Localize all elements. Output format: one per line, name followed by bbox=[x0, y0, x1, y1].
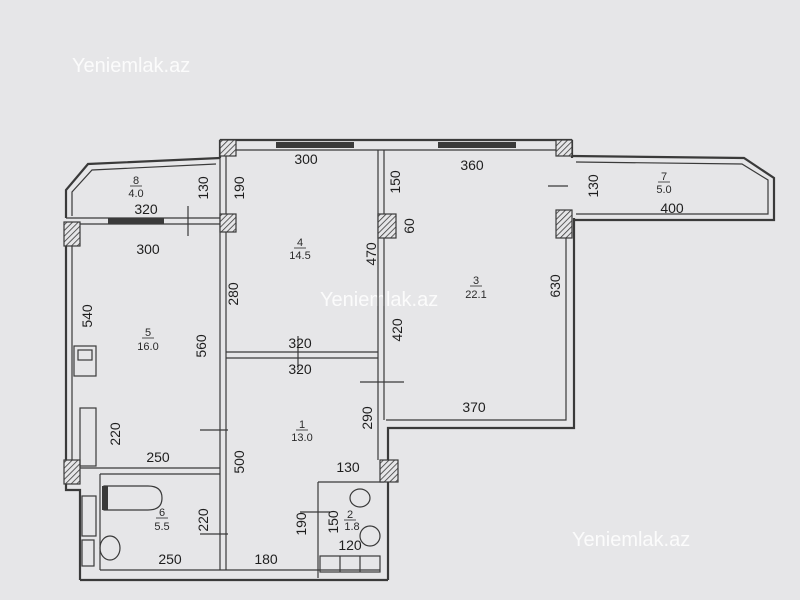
svg-text:5: 5 bbox=[145, 327, 151, 339]
room-8-label: 8 4.0 bbox=[128, 175, 143, 200]
dim-label: 290 bbox=[359, 406, 375, 430]
dim-label: 130 bbox=[195, 176, 211, 200]
windows bbox=[108, 142, 516, 224]
watermark: Yeniemlak.az bbox=[572, 529, 690, 551]
dim-label: 300 bbox=[294, 151, 318, 167]
toilet-icon bbox=[99, 535, 121, 561]
dim-label: 220 bbox=[195, 508, 211, 532]
columns bbox=[63, 139, 573, 485]
watermark: Yeniemlak.az bbox=[320, 289, 438, 311]
room-7-label: 7 5.0 bbox=[656, 171, 671, 196]
room-3-label: 3 22.1 bbox=[465, 275, 486, 301]
room-6-label: 6 5.5 bbox=[154, 507, 169, 533]
stove-icon bbox=[79, 407, 97, 467]
dim-label: 250 bbox=[146, 449, 170, 465]
outer-walls bbox=[64, 138, 576, 582]
svg-text:22.1: 22.1 bbox=[465, 289, 486, 301]
balcony-right bbox=[571, 154, 776, 222]
svg-text:5.0: 5.0 bbox=[656, 184, 671, 196]
room-labels: 1 13.0 2 1.8 3 22.1 4 14.5 5 16.0 6 5.5 bbox=[128, 171, 671, 533]
dim-label: 300 bbox=[136, 241, 160, 257]
svg-text:4.0: 4.0 bbox=[128, 188, 143, 200]
svg-text:14.5: 14.5 bbox=[289, 250, 310, 262]
washbasin-icon bbox=[359, 525, 381, 547]
svg-text:5.5: 5.5 bbox=[154, 521, 169, 533]
svg-text:1: 1 bbox=[299, 419, 305, 431]
dim-label: 500 bbox=[231, 450, 247, 474]
watermark: Yeniemlak.az bbox=[72, 55, 190, 77]
room-1-label: 1 13.0 bbox=[291, 419, 312, 444]
dim-label: 180 bbox=[254, 551, 278, 567]
dim-label: 540 bbox=[79, 304, 95, 328]
dim-label: 360 bbox=[460, 157, 484, 173]
dim-label: 130 bbox=[585, 174, 601, 198]
dim-label: 320 bbox=[288, 361, 312, 377]
svg-text:4: 4 bbox=[297, 237, 303, 249]
svg-text:16.0: 16.0 bbox=[137, 341, 158, 353]
fixtures bbox=[73, 345, 381, 573]
bathtub-icon bbox=[103, 485, 163, 511]
dim-label: 400 bbox=[660, 200, 684, 216]
room-5-label: 5 16.0 bbox=[137, 327, 158, 353]
svg-text:3: 3 bbox=[473, 275, 479, 287]
dim-label: 320 bbox=[134, 201, 158, 217]
dim-label: 150 bbox=[325, 510, 341, 534]
dim-label: 560 bbox=[193, 334, 209, 358]
room-4-label: 4 14.5 bbox=[289, 237, 310, 262]
dimension-labels: 300 360 130 190 150 320 300 470 60 280 5… bbox=[79, 151, 684, 567]
svg-text:13.0: 13.0 bbox=[291, 432, 312, 444]
dim-label: 320 bbox=[288, 335, 312, 351]
toilet-icon bbox=[349, 488, 371, 508]
svg-text:1.8: 1.8 bbox=[344, 521, 359, 533]
svg-text:8: 8 bbox=[133, 175, 139, 187]
washbasin-icon bbox=[81, 495, 97, 537]
svg-text:6: 6 bbox=[159, 507, 165, 519]
dim-label: 130 bbox=[336, 459, 360, 475]
dim-label: 220 bbox=[107, 422, 123, 446]
dim-label: 190 bbox=[293, 512, 309, 536]
dim-label: 630 bbox=[547, 274, 563, 298]
dim-label: 60 bbox=[401, 218, 417, 234]
dim-label: 420 bbox=[389, 318, 405, 342]
dim-label: 470 bbox=[363, 242, 379, 266]
dim-label: 280 bbox=[225, 282, 241, 306]
svg-text:2: 2 bbox=[347, 509, 353, 521]
dim-label: 370 bbox=[462, 399, 486, 415]
svg-text:7: 7 bbox=[661, 171, 667, 183]
dim-label: 150 bbox=[387, 170, 403, 194]
dim-label: 250 bbox=[158, 551, 182, 567]
room-2-label: 2 1.8 bbox=[344, 509, 360, 533]
dim-label: 190 bbox=[231, 176, 247, 200]
dim-label: 120 bbox=[338, 537, 362, 553]
kitchen-sink-icon bbox=[73, 345, 97, 377]
